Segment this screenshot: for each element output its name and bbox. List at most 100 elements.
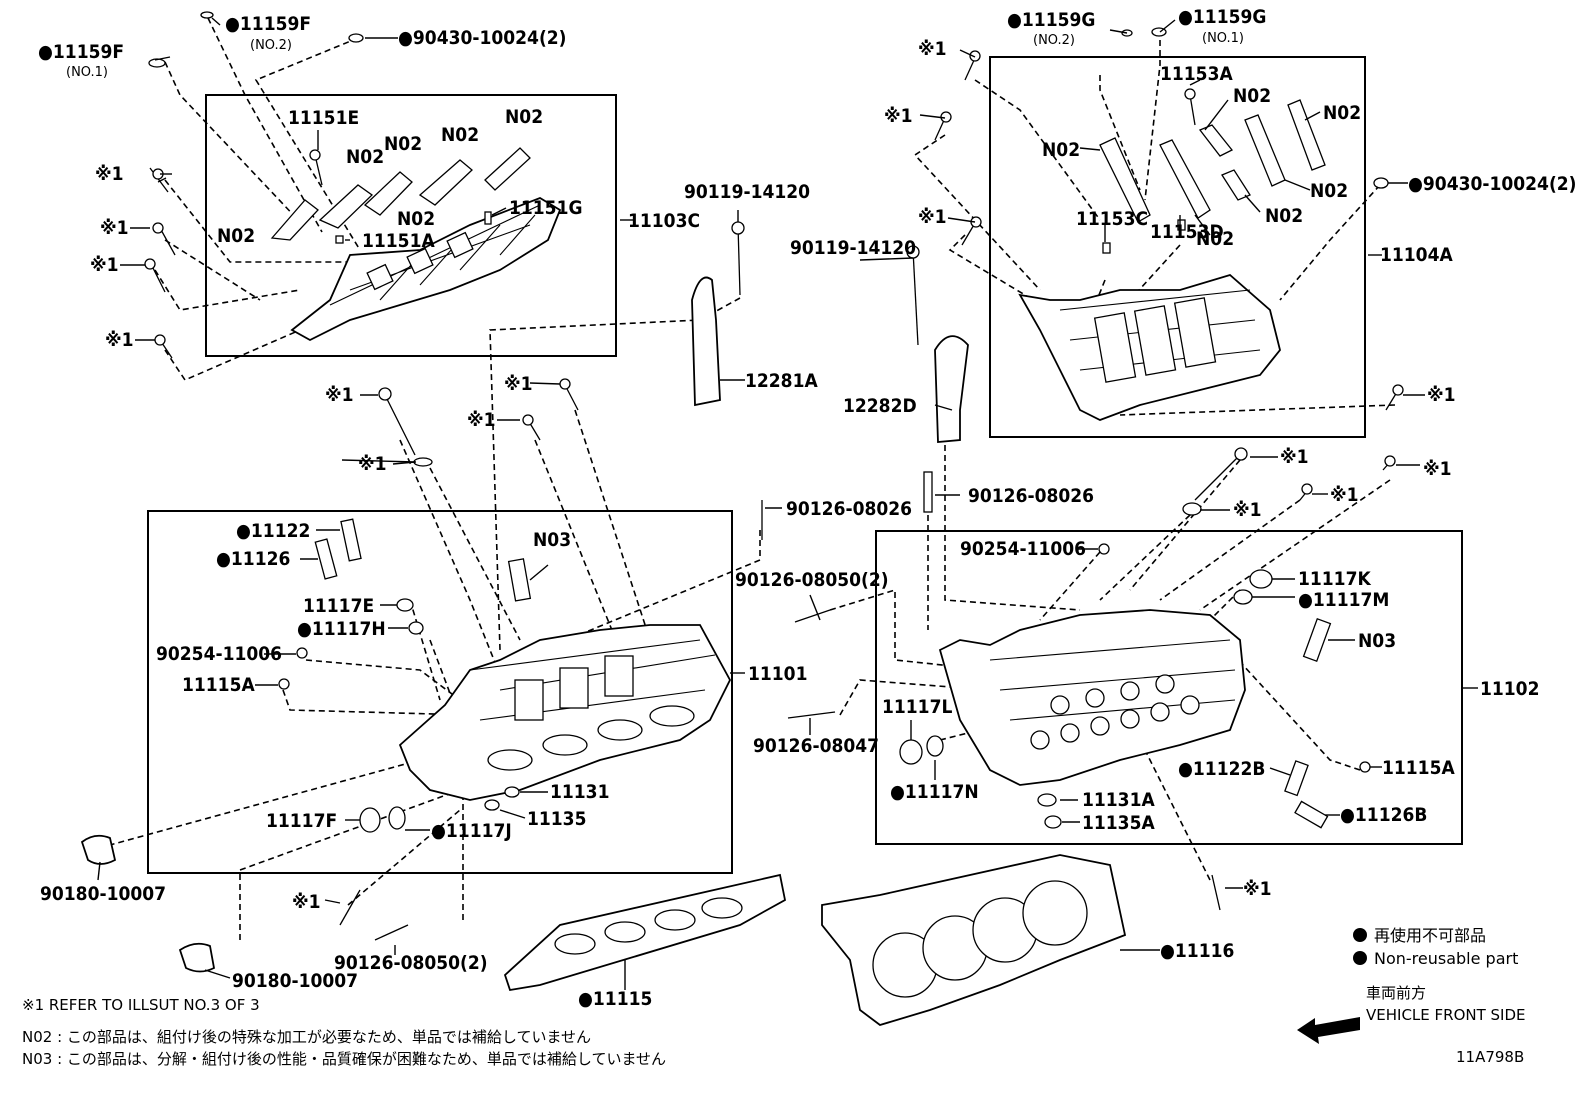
label-11151e: 11151E (288, 107, 359, 129)
note-n03: N03 : この部品は、分解・組付け後の性能・品質確保が困難なため、単品では補給… (22, 1050, 666, 1068)
bolts-right-top (934, 50, 1404, 411)
label-no2-b: (NO.2) (1033, 33, 1075, 48)
label-11117n: ●11117N (890, 781, 979, 803)
label-mark-5: ※1 (325, 384, 354, 406)
front-jp: 車両前方 (1366, 984, 1426, 1002)
label-11103c: 11103C (628, 210, 700, 232)
bolts-left-top (144, 11, 492, 359)
note-n02: N02 : この部品は、組付け後の特殊な加工が必要なため、単品では補給していませ… (22, 1028, 591, 1046)
label-mark-1: ※1 (95, 163, 124, 185)
label-12281a: 12281A (745, 370, 818, 392)
label-90126-08050-b: 90126-08050(2) (334, 952, 488, 974)
label-n02-g: N02 (1233, 85, 1271, 107)
front-en: VEHICLE FRONT SIDE (1366, 1006, 1526, 1024)
label-90254-left: 90254-11006 (156, 643, 282, 665)
label-90126-08047: 90126-08047 (753, 735, 879, 757)
label-11117k: 11117K (1298, 568, 1371, 590)
label-90126-08026-a: 90126-08026 (786, 498, 912, 520)
label-90126-08050-a: 90126-08050(2) (735, 569, 889, 591)
label-11159g-no2: ●11159G (1007, 9, 1095, 31)
label-11131a: 11131A (1082, 789, 1155, 811)
label-11102: 11102 (1480, 678, 1539, 700)
label-n02-a: N02 (346, 146, 384, 168)
label-11117l: 11117L (882, 696, 952, 718)
label-n02-j: N02 (1310, 180, 1348, 202)
legend: 再使用不可部品 Non-reusable part 車両前方 VEHICLE F… (1353, 926, 1526, 1066)
label-90119-b: 90119-14120 (790, 237, 916, 259)
label-mark-6: ※1 (358, 453, 387, 475)
label-90254-right: 90254-11006 (960, 538, 1086, 560)
label-11126b: ●11126B (1340, 804, 1427, 826)
bearing-caps-right-shape (1099, 27, 1389, 254)
label-n02-f: N02 (217, 225, 255, 247)
frame-camshaft-housing-left (205, 94, 617, 357)
label-11153d: 11153D (1150, 221, 1224, 243)
head-gasket-right-shape (821, 854, 1127, 1026)
label-11135a: 11135A (1082, 812, 1155, 834)
label-mark-12: ※1 (918, 206, 947, 228)
label-mark-4: ※1 (105, 329, 134, 351)
head-gasket-left-shape (503, 873, 787, 992)
label-mark-16: ※1 (1330, 484, 1359, 506)
label-n02-k: N02 (1265, 205, 1303, 227)
label-mark-18: ※1 (1243, 878, 1272, 900)
label-11135: 11135 (527, 808, 586, 830)
label-11115: ●11115 (578, 988, 652, 1010)
label-mark-3: ※1 (90, 254, 119, 276)
label-11151g: 11151G (509, 197, 583, 219)
label-90180-b: 90180-10007 (232, 970, 358, 992)
label-mark-17: ※1 (1423, 458, 1452, 480)
label-11159g-no1: ●11159G (1178, 6, 1266, 28)
label-11117e: 11117E (303, 595, 374, 617)
camshaft-housing-right-shape (1018, 273, 1281, 421)
label-mark-10: ※1 (918, 38, 947, 60)
label-12282d: 12282D (843, 395, 917, 417)
label-n03-right: N03 (1358, 630, 1396, 652)
label-11153a: 11153A (1160, 63, 1233, 85)
label-90119-a: 90119-14120 (684, 181, 810, 203)
label-11159f-no1: ●11159F (38, 41, 124, 63)
label-n03-left: N03 (533, 529, 571, 551)
label-no1-b: (NO.1) (1202, 31, 1244, 46)
label-n02-b: N02 (384, 133, 422, 155)
label-mark-2: ※1 (100, 217, 129, 239)
label-n02-c: N02 (441, 124, 479, 146)
label-11116: ●11116 (1160, 940, 1234, 962)
label-11117j: ●11117J (431, 820, 512, 842)
label-no2-a: (NO.2) (250, 38, 292, 53)
label-mark-9: ※1 (292, 891, 321, 913)
label-mark-14: ※1 (1280, 446, 1309, 468)
cylinder-head-left-shape (398, 624, 732, 801)
label-90430-right: ●90430-10024(2) (1408, 173, 1576, 195)
left-small-parts (80, 378, 836, 973)
label-11153c: 11153C (1076, 208, 1148, 230)
diagram-code: 11A798B (1456, 1048, 1524, 1066)
label-90126-08026-b: 90126-08026 (968, 485, 1094, 507)
frame-cylinder-head-left (147, 510, 733, 874)
notes: ※1 REFER TO ILLSUT NO.3 OF 3 N02 : この部品は… (22, 996, 666, 1068)
label-90180-a: 90180-10007 (40, 883, 166, 905)
label-n02-d: N02 (505, 106, 543, 128)
note-refer: ※1 REFER TO ILLSUT NO.3 OF 3 (22, 996, 260, 1014)
label-mark-15: ※1 (1233, 499, 1262, 521)
label-11122: ●11122 (236, 520, 310, 542)
leader-lines (97, 17, 1478, 990)
cylinder-head-right-shape (938, 609, 1246, 786)
label-n02-l: N02 (1196, 228, 1234, 250)
legend-en: Non-reusable part (1374, 949, 1518, 968)
legend-jp: 再使用不可部品 (1374, 926, 1486, 945)
label-11117m: ●11117M (1298, 589, 1389, 611)
label-11115a-left: 11115A (182, 674, 255, 696)
label-11104a: 11104A (1380, 244, 1453, 266)
label-n02-h: N02 (1323, 102, 1361, 124)
assembly-lines (98, 17, 1396, 940)
label-n02-e: N02 (397, 208, 435, 230)
label-mark-11: ※1 (884, 105, 913, 127)
label-no1-a: (NO.1) (66, 65, 108, 80)
label-n02-i: N02 (1042, 139, 1080, 161)
label-11131: 11131 (550, 781, 609, 803)
label-11159f-no2: ●11159F (225, 13, 311, 35)
vehicle-front-arrow-icon (1297, 1017, 1360, 1044)
part-labels: ●11159F (NO.1) ●11159F (NO.2) ●90430-100… (38, 6, 1576, 1010)
